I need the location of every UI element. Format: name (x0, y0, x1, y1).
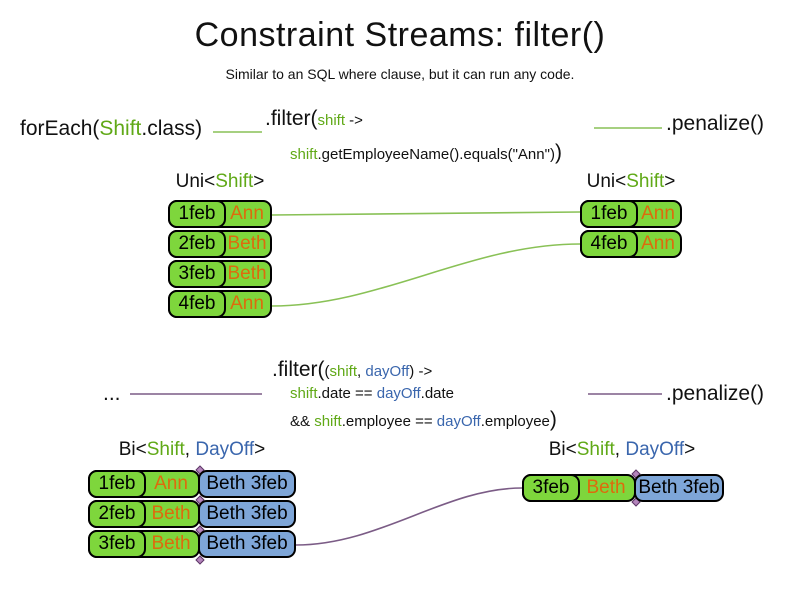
filter2-close-paren: ) (549, 408, 557, 431)
filter2-l3-shift: shift (314, 413, 342, 430)
source2-ellipsis: ... (103, 382, 121, 405)
bi-left-suffix: > (254, 439, 266, 460)
employee-cell: Beth (586, 477, 626, 498)
uni-left-label: Uni<Shift> (168, 171, 272, 193)
dayoff-cell: Beth 3feb (634, 474, 724, 502)
wire-row-4feb (271, 243, 581, 307)
filter2-l2-dayoff: dayOff (376, 385, 421, 402)
uni-right-type: Shift (626, 171, 665, 192)
employee-cell: Ann (230, 203, 264, 224)
bi-left-prefix: Bi< (118, 439, 147, 460)
wire-row-1feb (271, 211, 581, 216)
date-cell: 3feb (168, 260, 226, 288)
bi-left-label: Bi<Shift, DayOff> (88, 439, 296, 461)
table-row: 1feb Ann Beth 3feb (88, 470, 296, 498)
bi-right-type2: DayOff (625, 439, 685, 460)
filter2-comma: , (357, 363, 366, 380)
date-cell: 1feb (88, 470, 146, 498)
foreach-suffix: .class) (141, 117, 203, 140)
bi-left-type2: DayOff (195, 439, 255, 460)
filter2-line2: shift.date == dayOff.date (290, 385, 454, 402)
bi-right-label: Bi<Shift, DayOff> (522, 439, 722, 461)
bi-left-type1: Shift (146, 439, 185, 460)
page-title: Constraint Streams: filter() (194, 16, 606, 54)
penalize1-code: .penalize() (666, 112, 765, 135)
page-subtitle: Similar to an SQL where clause, but it c… (225, 66, 575, 82)
filter2-l2-eq: .date == (317, 385, 377, 402)
dayoff-cell: Beth 3feb (198, 470, 296, 498)
filter1-body-param: shift (290, 146, 318, 163)
date-cell: 3feb (88, 530, 146, 558)
uni-right-suffix: > (664, 171, 676, 192)
filter2-close-params: ) (409, 363, 415, 380)
filter2-name: .filter( (272, 358, 325, 381)
filter2-param1: shift (329, 363, 358, 380)
bi-right-comma: , (614, 439, 626, 460)
bi-right-type1: Shift (576, 439, 615, 460)
filter2-l2-rest: .date (420, 385, 455, 402)
filter2-line3: && shift.employee == dayOff.employee) (290, 408, 557, 432)
bi-right-prefix: Bi< (548, 439, 577, 460)
filter2-l2-shift: shift (290, 385, 318, 402)
employee-cell: Beth (227, 233, 267, 254)
filter2-line1: .filter((shift, dayOff) -> (272, 358, 432, 382)
filter1-name: .filter( (265, 107, 318, 130)
filter2-param2: dayOff (365, 363, 410, 380)
date-cell: 1feb (580, 200, 638, 228)
filter2-open: ( (324, 363, 330, 380)
uni-right-prefix: Uni< (586, 171, 627, 192)
bi-left-comma: , (184, 439, 196, 460)
uni-left-prefix: Uni< (175, 171, 216, 192)
employee-cell: Ann (154, 473, 188, 494)
uni-left-type: Shift (215, 171, 254, 192)
pair-joint-icon (195, 555, 205, 565)
employee-cell: Beth (227, 263, 267, 284)
date-cell: 2feb (88, 500, 146, 528)
filter1-body-rest: .getEmployeeName().equals("Ann") (317, 146, 555, 163)
uni-right-label: Uni<Shift> (580, 171, 682, 193)
date-cell: 2feb (168, 230, 226, 258)
filter1-arrow: -> (345, 112, 363, 129)
employee-cell: Beth (151, 533, 191, 554)
filter1-line1: .filter(shift -> (265, 107, 363, 131)
filter2-l3-dayoff: dayOff (436, 413, 481, 430)
employee-cell: Ann (230, 293, 264, 314)
filter1-close-paren: ) (554, 141, 562, 164)
foreach-code: forEach(Shift.class) (20, 117, 202, 141)
foreach-type: Shift (99, 117, 142, 140)
bi-right-table: 3feb Beth Beth 3feb (522, 474, 724, 504)
bi-right-suffix: > (684, 439, 696, 460)
filter2-arrow: -> (414, 363, 433, 380)
employee-cell: Beth (151, 503, 191, 524)
date-cell: 1feb (168, 200, 226, 228)
employee-cell: Ann (641, 203, 675, 224)
foreach-prefix: forEach( (20, 117, 100, 140)
filter1-line2: shift.getEmployeeName().equals("Ann")) (290, 141, 562, 165)
penalize2-code: .penalize() (666, 382, 765, 405)
dayoff-cell: Beth 3feb (198, 530, 296, 558)
filter1-param: shift (317, 112, 346, 129)
table-row: 3feb Beth Beth 3feb (522, 474, 724, 502)
dayoff-cell: Beth 3feb (198, 500, 296, 528)
wire-row-3feb-pair (295, 487, 523, 546)
date-cell: 3feb (522, 474, 580, 502)
uni-left-suffix: > (253, 171, 265, 192)
employee-cell: Ann (641, 233, 675, 254)
date-cell: 4feb (168, 290, 226, 318)
filter2-l3-eq: .employee == (341, 413, 437, 430)
filter2-l3-rest: .employee (480, 413, 550, 430)
filter2-l3-and: && (290, 413, 315, 430)
date-cell: 4feb (580, 230, 638, 258)
